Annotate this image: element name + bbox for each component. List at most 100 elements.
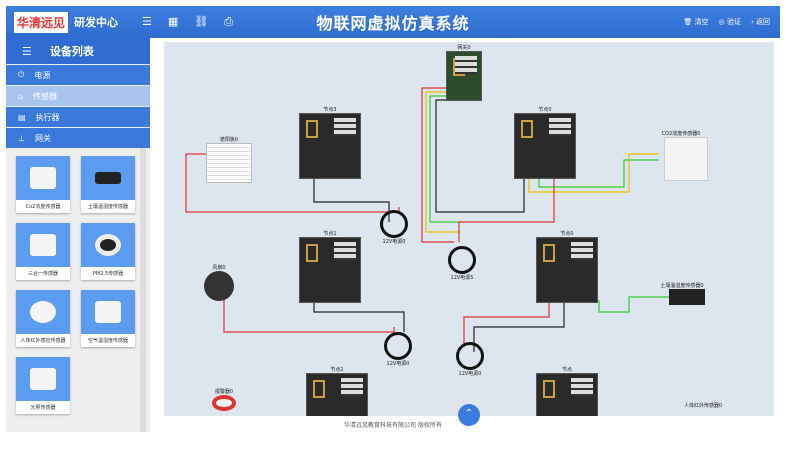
power-supply[interactable]: 12V电源0 (456, 342, 484, 377)
power-supply[interactable]: 12V电源0 (384, 332, 412, 367)
power-icon: ⏻ (18, 70, 25, 79)
node-label: 土壤温湿度传感器0 (660, 283, 704, 289)
back-button[interactable]: ‹ 返回 (750, 18, 770, 26)
menu-icon[interactable]: ☰ (22, 44, 32, 58)
device-card[interactable]: PM2.5传感器 (81, 223, 135, 280)
device-label: 土壤温湿度传感器 (87, 204, 128, 210)
device-image (81, 223, 135, 267)
board-node[interactable]: 节点3 (299, 106, 361, 179)
wires (185, 87, 669, 352)
brand: 研发中心 (74, 16, 119, 29)
wire (538, 159, 659, 188)
node-label: 12V电源0 (382, 239, 406, 245)
wire (463, 300, 550, 347)
power-icon (384, 332, 412, 360)
device-label: 人体红外感应传感器 (20, 338, 66, 344)
logo: 华清远见 (14, 11, 69, 33)
category-actuator[interactable]: ▤ 执行器 (6, 107, 150, 127)
menu-icon[interactable]: ☰ (142, 15, 152, 28)
wire (313, 177, 390, 222)
device-card[interactable]: Co2浓度传感器 (16, 156, 70, 213)
verify-button[interactable]: ◎ 验证 (718, 18, 741, 26)
fan-device[interactable]: 风扇0 (204, 264, 234, 301)
node-label: 节点1 (323, 231, 337, 237)
board-node[interactable]: 节点0 (514, 106, 576, 179)
node-label: 网关0 (457, 45, 471, 51)
verify-label: 验证 (726, 18, 741, 26)
co2-sensor-device[interactable]: CO2浓度传感器0 (654, 130, 708, 181)
node-label: 节点3 (323, 107, 337, 113)
device-card[interactable]: 人体红外感应传感器 (16, 290, 70, 347)
node-label: 12V电源0 (386, 361, 410, 367)
wire (421, 87, 454, 243)
footer: 华清远见教育科技有限公司 版权所有 (344, 422, 442, 429)
grid-icon[interactable]: ▦ (167, 15, 179, 28)
node-label: 人体红外传感器0 (684, 403, 723, 409)
power-icon (456, 342, 484, 370)
wire (528, 153, 659, 193)
device-label: Co2浓度传感器 (25, 204, 61, 210)
wire (473, 300, 565, 352)
wire (429, 95, 464, 223)
power-supply[interactable]: 12V电源0 (380, 210, 408, 245)
device-label: 光照传感器 (30, 405, 56, 411)
sidebar: ☰ 设备列表 ⏻ 电源 ⌂ 传感器 ▤ 执行器 ⊥ 网关 Co2浓度传感器 土壤温湿度传感… (6, 38, 150, 432)
node-label: 节点 (561, 367, 572, 373)
category-label: 网关 (34, 133, 51, 143)
node-label: 风扇0 (212, 265, 226, 271)
category-label: 传感器 (33, 91, 58, 101)
node-label: 遮阳板0 (219, 137, 239, 143)
board-node[interactable]: 节点1 (299, 230, 361, 303)
node-label: 12V电源5 (450, 275, 474, 281)
sunshade-device[interactable]: 遮阳板0 (206, 136, 252, 183)
soil-sensor-device[interactable]: 土壤温湿度传感器0 (659, 282, 705, 305)
device-card[interactable]: 土壤温湿度传感器 (81, 156, 135, 213)
device-label: 三合一传感器 (27, 271, 58, 277)
board-node[interactable]: 节点2 (306, 366, 368, 416)
category-gateway[interactable]: ⊥ 网关 (6, 128, 150, 148)
alarm-device[interactable]: 报警器0 (212, 388, 236, 411)
node-label: 报警器0 (214, 389, 234, 395)
clear-button[interactable]: 🗑 清空 (683, 18, 709, 26)
actuator-icon: ▤ (18, 112, 26, 122)
device-card[interactable]: 光照传感器 (16, 357, 70, 414)
sensor-icon: ⌂ (18, 91, 24, 101)
pir-sensor-device[interactable]: 人体红外传感器0 (684, 402, 722, 409)
node-label: 节点2 (330, 367, 344, 373)
wire (598, 296, 669, 313)
wire (458, 177, 555, 242)
category-label: 执行器 (35, 112, 60, 122)
category-power[interactable]: ⏻ 电源 (6, 65, 150, 85)
wire (313, 300, 405, 332)
wire (425, 91, 459, 233)
wire (223, 287, 395, 333)
device-image (16, 156, 70, 200)
sidebar-scrollbar[interactable] (140, 148, 146, 432)
clear-label: 清空 (694, 18, 709, 26)
save-icon[interactable]: ⎙ (224, 15, 234, 28)
device-image (16, 357, 70, 401)
simulation-canvas[interactable]: 网关0 节点3 节点0 节点1 节点0 节点2 节点 遮阳板0 CO2浓度传感器… (164, 42, 774, 416)
link-icon[interactable]: ⛓ (194, 15, 209, 28)
device-label: PM2.5传感器 (92, 271, 124, 277)
device-image (81, 156, 135, 200)
category-label: 电源 (34, 70, 51, 80)
device-list-title: 设备列表 (49, 45, 94, 58)
gateway-node[interactable]: 网关0 (446, 44, 482, 101)
back-label: 返回 (756, 18, 770, 26)
device-image (81, 290, 135, 334)
device-card[interactable]: 三合一传感器 (16, 223, 70, 280)
node-label: 节点0 (560, 231, 574, 237)
node-label: CO2浓度传感器0 (661, 131, 701, 137)
board-node[interactable]: 节点0 (536, 230, 598, 303)
device-list-header: ☰ 设备列表 (6, 38, 150, 64)
gateway-icon: ⊥ (18, 133, 25, 143)
device-image (16, 290, 70, 334)
board-node[interactable]: 节点 (536, 366, 598, 416)
power-icon (380, 210, 408, 238)
device-card[interactable]: 空气温湿度传感器 (81, 290, 135, 347)
power-supply[interactable]: 12V电源5 (448, 246, 476, 281)
page-title: 物联网虚拟仿真系统 (316, 14, 470, 33)
scroll-up-button[interactable]: ⌃ (458, 404, 480, 426)
category-sensor[interactable]: ⌂ 传感器 (6, 86, 150, 106)
